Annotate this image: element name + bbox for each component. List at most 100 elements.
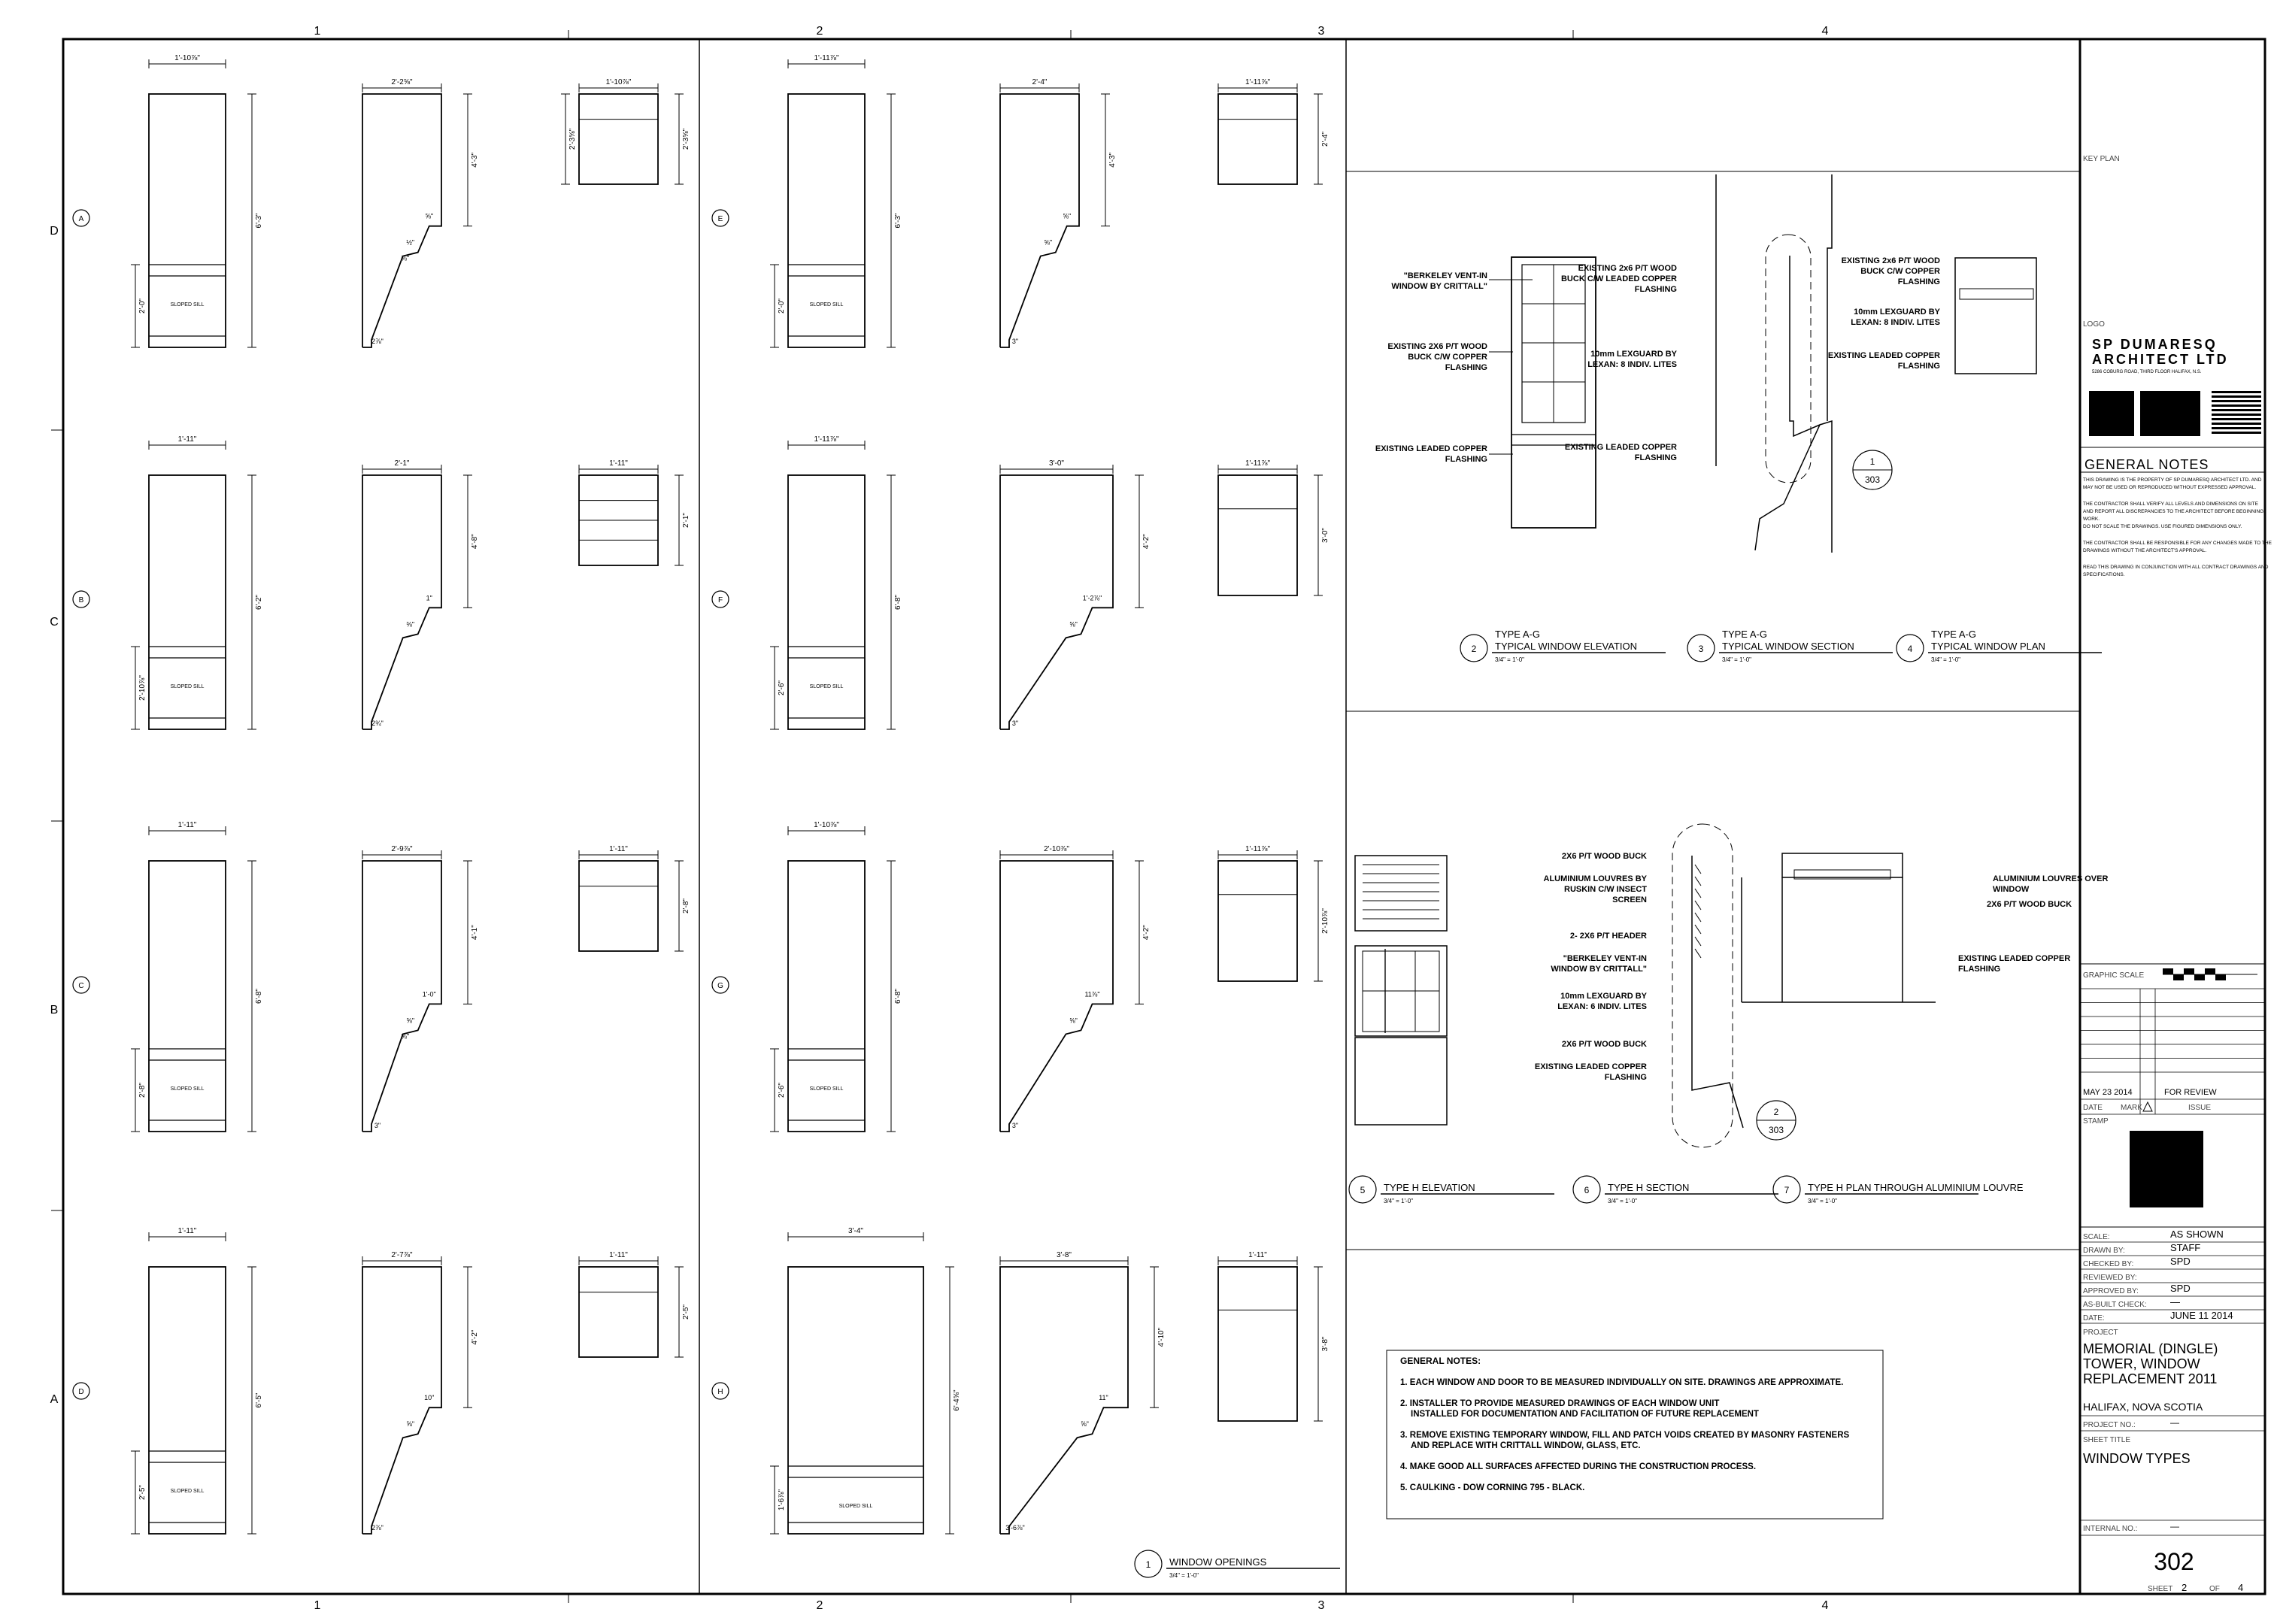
detail-scale: 3/4" = 1'-0" (1384, 1198, 1413, 1204)
detail-callout-bubble (1765, 234, 1812, 483)
dimension-text: 1'-11⅞" (814, 435, 839, 444)
sloped-sill-label: SLOPED SILL (171, 1086, 205, 1092)
dimension-text: 2'-5" (138, 1485, 147, 1500)
dimension-text: 2'-8" (682, 898, 690, 914)
opening-section (362, 860, 442, 1132)
title-block-notes-heading: GENERAL NOTES (2084, 457, 2209, 472)
stamp-label: STAMP (2083, 1117, 2109, 1126)
section-reference-number: 2 (1774, 1107, 1779, 1117)
dimension-text: 2'-6" (778, 1083, 786, 1098)
dimension-text: ½" (406, 239, 414, 247)
detail-scale: 3/4" = 1'-0" (1608, 1198, 1637, 1204)
dimension-text: ⅝" (1081, 1420, 1089, 1428)
dimension-text: 2'-0" (778, 298, 786, 314)
dimension-text: 2'-1" (395, 459, 410, 468)
callout-plan-louvres: WINDOW (1993, 885, 2030, 894)
grid-column-label-top: 1 (314, 25, 321, 38)
dimension-text: 2'-8" (138, 1083, 147, 1098)
graphic-scale-bar (2163, 968, 2173, 974)
dimension-text: 1'-11" (178, 821, 197, 829)
grid-row-label: B (50, 1004, 59, 1017)
detail-callout-bubble (1672, 823, 1733, 1148)
sill-panel (1354, 1037, 1448, 1126)
dimension-text: 4'-3" (471, 152, 479, 167)
dimension-text: 3'-0" (1321, 528, 1330, 543)
opening-plan (1217, 1266, 1298, 1422)
dimension-text: 2'-9⅞" (391, 845, 413, 853)
dimension-text: 2'-4" (1032, 78, 1048, 86)
firm-logo-stripe (2212, 395, 2261, 398)
dimension-text: 2⅞" (371, 1524, 384, 1532)
detail-scale: 3/4" = 1'-0" (1169, 1572, 1199, 1579)
callout-type-h: WINDOW BY CRITTALL" (1551, 965, 1647, 974)
louvre-blade (1694, 888, 1702, 898)
dimension-text: 3'-8" (1057, 1251, 1072, 1259)
dimension-text: 1'-10⅞" (814, 821, 839, 829)
dimension-text: 4'-8" (471, 534, 479, 549)
dimension-text: 3" (374, 1122, 381, 1129)
window-tag-label: B (79, 596, 84, 604)
window-tag-circle (72, 976, 90, 994)
project-name-line: TOWER, WINDOW (2083, 1356, 2200, 1371)
sheet-title-label: SHEET TITLE (2083, 1436, 2130, 1444)
dimension-text: 2'-6" (778, 680, 786, 695)
detail-title-circle (1572, 1175, 1601, 1204)
callout-buck: FLASHING (1445, 363, 1487, 372)
sheet-word: SHEET (2148, 1585, 2172, 1593)
title-block-field-value: AS SHOWN (2170, 1229, 2224, 1240)
callout-plan-flashing: FLASHING (1958, 965, 2000, 974)
detail-scale: 3/4" = 1'-0" (1931, 656, 1960, 663)
firm-logo-stripe (2212, 391, 2261, 393)
window-tag-label: F (718, 596, 723, 604)
callout-type-h: "BERKELEY VENT-IN (1563, 954, 1647, 963)
title-block-field-label: CHECKED BY: (2083, 1260, 2133, 1268)
dimension-text: 1'-11⅞" (1245, 78, 1271, 86)
dimension-text: 2'-2⅝" (391, 78, 413, 86)
title-block-note-line: MAY NOT BE USED OR REPRODUCED WITHOUT EX… (2083, 485, 2256, 490)
title-block-note-line: WORK. (2083, 517, 2100, 522)
grid-column-label-bottom: 3 (1318, 1599, 1325, 1612)
opening-elevation (787, 474, 866, 730)
title-block-note-line: READ THIS DRAWING IN CONJUNCTION WITH AL… (2083, 565, 2269, 570)
dimension-text: ⅝" (1044, 239, 1052, 247)
project-location: HALIFAX, NOVA SCOTIA (2083, 1401, 2203, 1413)
dimension-text: ⅜" (401, 255, 409, 262)
detail-title-number: 1 (1146, 1559, 1151, 1570)
dimension-text: 2'-5" (682, 1304, 690, 1320)
louvre-blade (1694, 900, 1702, 910)
internal-no-value: — (2170, 1521, 2179, 1532)
window-tag-circle (72, 590, 90, 608)
firm-logo-stripe (2212, 418, 2261, 420)
dimension-text: 4'-2" (1142, 925, 1151, 940)
louvre-plan-frame (1781, 853, 1903, 878)
window-tag-circle (711, 1382, 729, 1400)
firm-logo-stripe (2212, 427, 2261, 429)
general-notes-box: GENERAL NOTES:1. EACH WINDOW AND DOOR TO… (1386, 1350, 1884, 1519)
callout-sec-buck: BUCK C/W LEADED COPPER (1561, 274, 1677, 283)
callout-flashing: EXISTING LEADED COPPER (1375, 444, 1487, 453)
title-block-field-value: STAFF (2170, 1242, 2200, 1253)
firm-address: 5286 COBURG ROAD, THIRD FLOOR HALIFAX, N… (2092, 370, 2202, 374)
dimension-text: 4'-3" (1108, 152, 1117, 167)
general-note-item: 2. INSTALLER TO PROVIDE MEASURED DRAWING… (1400, 1399, 1719, 1408)
detail-title-number: 7 (1784, 1185, 1790, 1195)
title-block-field-label: AS-BUILT CHECK: (2083, 1301, 2147, 1309)
detail-title-number: 6 (1584, 1185, 1590, 1195)
general-note-item: 5. CAULKING - DOW CORNING 795 - BLACK. (1400, 1483, 1584, 1492)
opening-elevation (787, 93, 866, 348)
grid-column-label-top: 4 (1822, 25, 1829, 38)
sloped-sill-label: SLOPED SILL (171, 302, 205, 308)
callout-plan-buck: BUCK C/W COPPER (1860, 267, 1940, 276)
title-block-note-line: DO NOT SCALE THE DRAWINGS. USE FIGURED D… (2083, 524, 2242, 529)
title-block-field-label: REVIEWED BY: (2083, 1274, 2137, 1282)
opening-plan (1217, 474, 1298, 596)
dimension-text: 1'-11⅞" (1245, 845, 1271, 853)
firm-logo-stripe (2212, 404, 2261, 407)
issue-date: MAY 23 2014 (2083, 1088, 2133, 1097)
dimension-text: 1'-11⅞" (1245, 459, 1271, 468)
firm-logo-stripe (2212, 400, 2261, 402)
callout-plan-buck: EXISTING 2x6 P/T WOOD (1842, 256, 1940, 265)
dimension-text: 10" (424, 1394, 434, 1401)
general-note-item: AND REPLACE WITH CRITTALL WINDOW, GLASS,… (1411, 1441, 1641, 1450)
sloped-sill-label: SLOPED SILL (810, 302, 844, 308)
